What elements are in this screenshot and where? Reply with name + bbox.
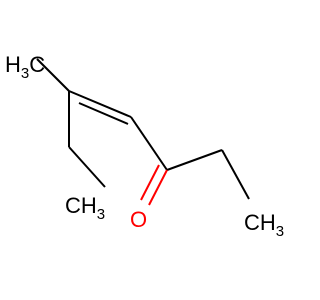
oxygen-label: O bbox=[130, 207, 147, 232]
bond-ch2-ch3-right bbox=[221, 149, 250, 200]
bonds bbox=[36, 58, 250, 206]
bond-c3-ch2 bbox=[166, 149, 223, 171]
bond-carbonyl-inner bbox=[140, 164, 160, 201]
methyl-label-bottom: CH3 bbox=[65, 193, 105, 223]
methyl-label-top: H3C bbox=[5, 52, 45, 82]
bond-ch2-ch3-bottom bbox=[68, 146, 106, 188]
molecule-structure: H3C CH3 CH3 O bbox=[5, 52, 284, 240]
bond-c5-c3 bbox=[130, 116, 168, 171]
bond-methyl-top bbox=[36, 58, 70, 92]
bond-c4-c5-double-outer bbox=[68, 90, 132, 118]
bond-c4-c5-double-inner bbox=[78, 102, 129, 125]
bond-carbonyl-outer bbox=[148, 169, 168, 206]
methyl-label-right: CH3 bbox=[244, 210, 284, 240]
